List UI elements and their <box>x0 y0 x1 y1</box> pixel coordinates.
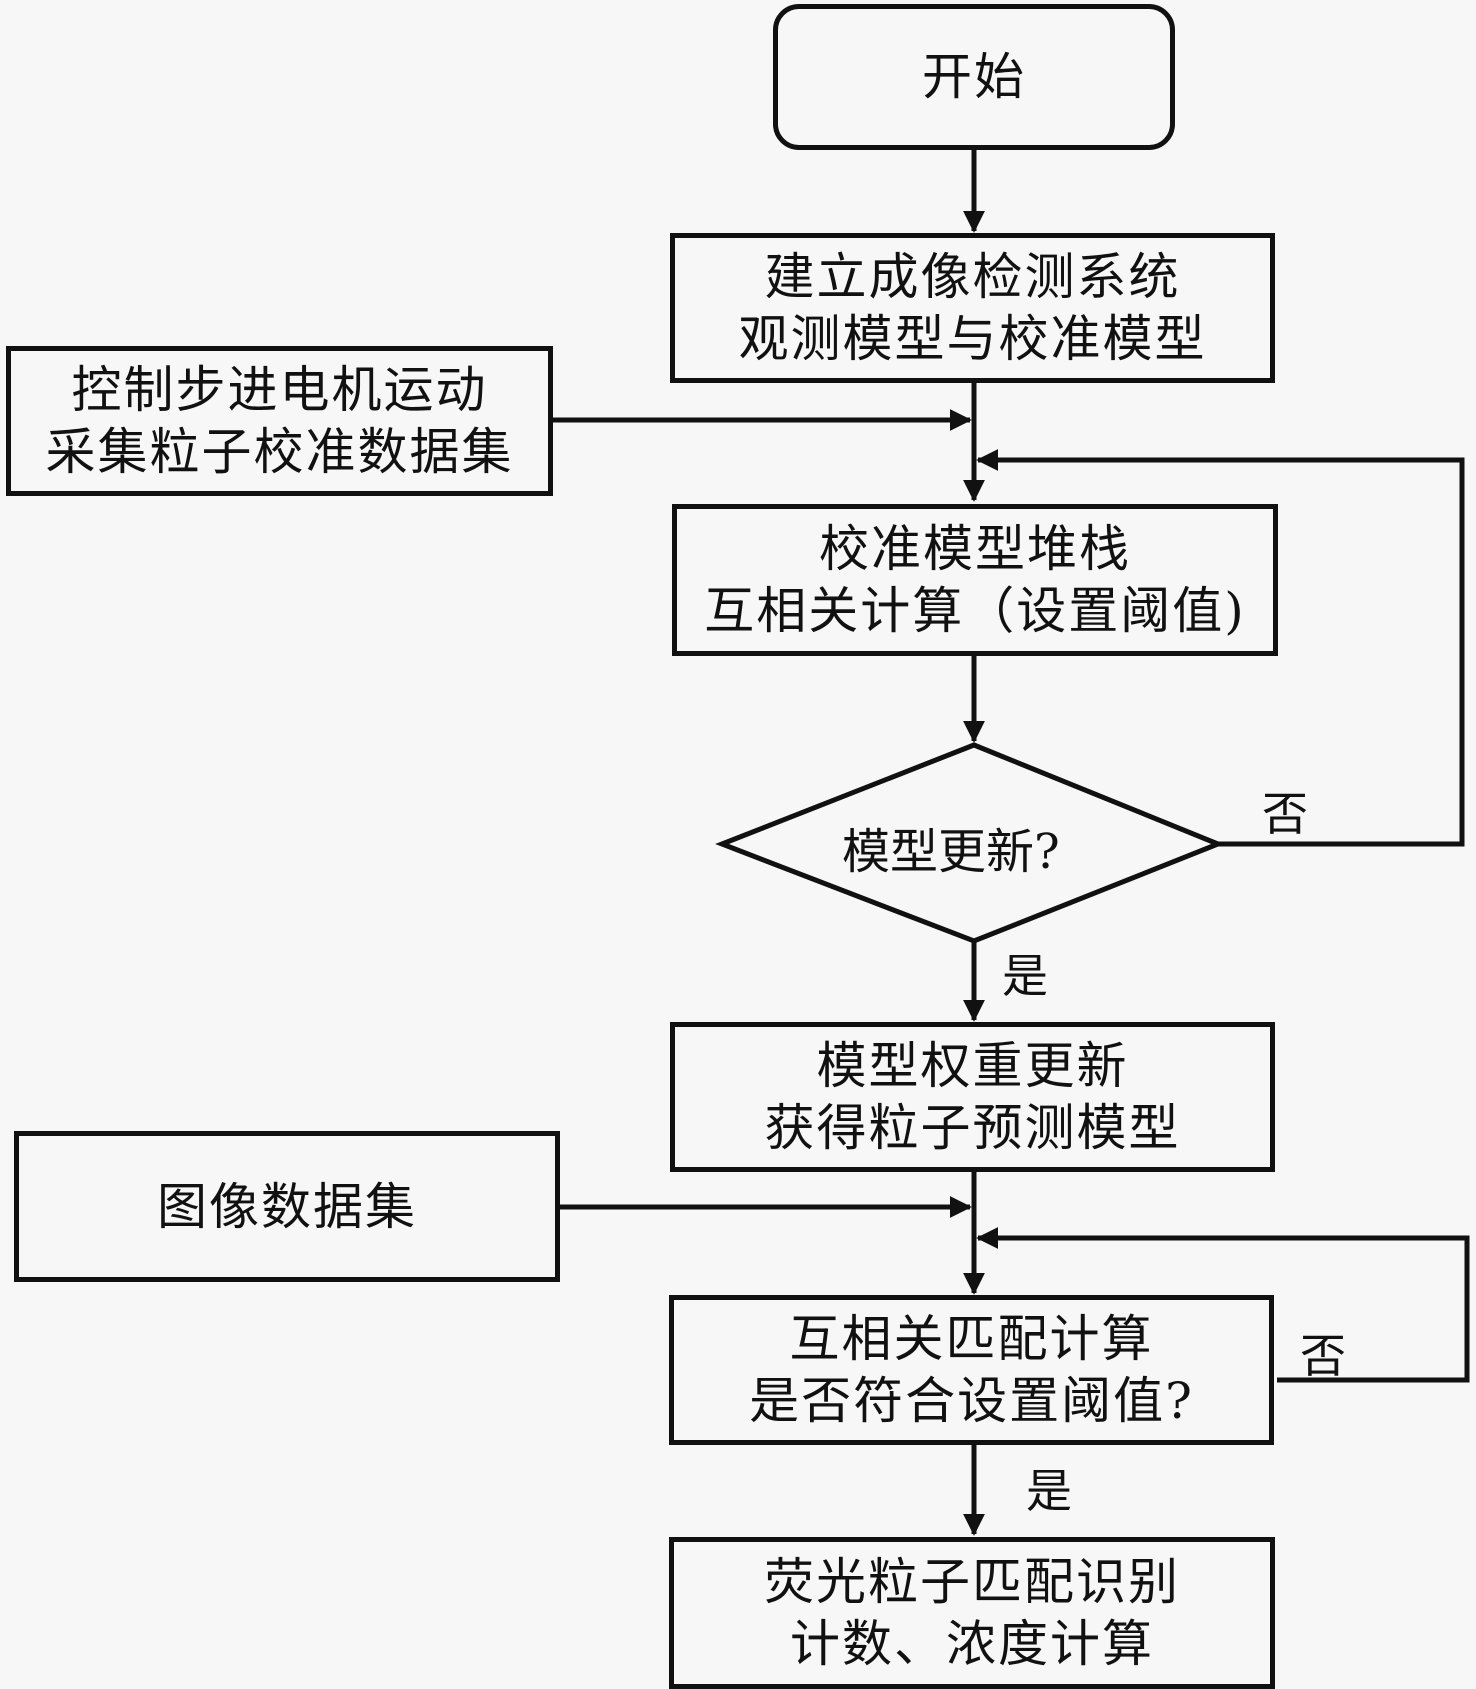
weight-update-node: 模型权重更新 获得粒子预测模型 <box>670 1022 1275 1172</box>
build-model-line-1: 建立成像检测系统 <box>764 248 1181 306</box>
result-line-2: 计数、浓度计算 <box>790 1615 1154 1673</box>
edge-no-loop-1 <box>976 449 1465 847</box>
match-threshold-line-2: 是否符合设置阈值? <box>749 1372 1194 1430</box>
stack-correlate-line-1: 校准模型堆栈 <box>819 520 1131 578</box>
motor-control-node: 控制步进电机运动 采集粒子校准数据集 <box>6 346 553 496</box>
motor-control-line-2: 采集粒子校准数据集 <box>45 423 514 481</box>
stack-correlate-line-2: 互相关计算（设置阈值) <box>704 582 1246 640</box>
label-no-2: 否 <box>1300 1329 1346 1383</box>
weight-update-line-2: 获得粒子预测模型 <box>764 1099 1181 1157</box>
stack-correlate-node: 校准模型堆栈 互相关计算（设置阈值) <box>672 504 1278 656</box>
result-node: 荧光粒子匹配识别 计数、浓度计算 <box>669 1537 1275 1689</box>
label-yes-1: 是 <box>1002 949 1048 1003</box>
image-dataset-node: 图像数据集 <box>14 1131 560 1282</box>
decision-update-label: 模型更新? <box>842 824 1060 880</box>
edge-no-loop-2 <box>976 1227 1470 1383</box>
start-node: 开始 <box>773 4 1175 150</box>
build-model-line-2: 观测模型与校准模型 <box>738 310 1207 368</box>
label-no-1: 否 <box>1262 787 1308 841</box>
weight-update-line-1: 模型权重更新 <box>816 1037 1129 1095</box>
start-label: 开始 <box>922 48 1026 106</box>
match-threshold-line-1: 互相关匹配计算 <box>789 1310 1154 1368</box>
image-dataset-label: 图像数据集 <box>157 1177 417 1236</box>
motor-control-line-1: 控制步进电机运动 <box>71 361 488 419</box>
build-model-node: 建立成像检测系统 观测模型与校准模型 <box>670 233 1275 383</box>
result-line-1: 荧光粒子匹配识别 <box>764 1553 1180 1611</box>
label-yes-2: 是 <box>1026 1464 1072 1518</box>
match-threshold-node: 互相关匹配计算 是否符合设置阈值? <box>669 1295 1274 1445</box>
